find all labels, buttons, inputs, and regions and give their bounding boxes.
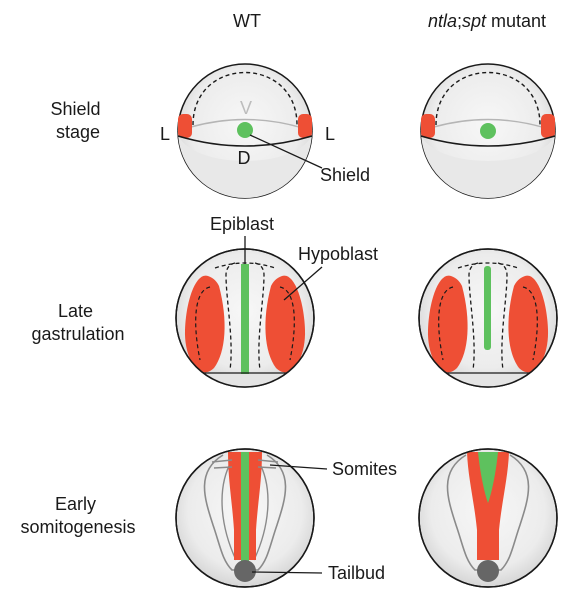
tailbud-mutant (477, 560, 499, 582)
axis-label-dorsal: D (238, 148, 251, 168)
somites-leader-line (269, 464, 328, 470)
lateral-mesoderm-right (298, 114, 312, 138)
epiblast-dashed-left (225, 262, 236, 371)
paraxial-mesoderm-mutant (467, 452, 509, 560)
embryo-late-gastrulation-mutant (418, 248, 558, 388)
shield-dot (237, 122, 253, 138)
column-title-mutant: ntla;spt mutant (428, 11, 546, 31)
annotation-somites: Somites (332, 459, 397, 479)
row-label-early-somitogenesis: Early somitogenesis (20, 494, 135, 537)
somite-stripes (211, 459, 279, 469)
annotation-tailbud: Tailbud (328, 563, 385, 583)
embryo-shield-wt (177, 63, 313, 199)
annotation-epiblast: Epiblast (210, 214, 274, 234)
hypoblast-right (265, 275, 306, 373)
embryo-early-somitogenesis-wt (175, 448, 315, 588)
axis-label-ventral: V (240, 98, 252, 118)
column-title-wt: WT (233, 11, 261, 31)
tailbud-wt (234, 560, 256, 582)
hypoblast-left (184, 275, 225, 373)
axis-label-left: L (160, 124, 170, 144)
axis-label-right: L (325, 124, 335, 144)
hypoblast-leader-line (283, 266, 323, 301)
back-equator (177, 118, 313, 132)
embryo-shield-mutant (420, 63, 556, 199)
annotation-hypoblast: Hypoblast (298, 244, 378, 264)
notochord-wt (241, 452, 249, 564)
axial-mesoderm-epiblast (241, 264, 249, 374)
embryo-early-somitogenesis-mutant (418, 448, 558, 588)
embryo-late-gastrulation-wt (175, 248, 315, 388)
row-label-late-gastrulation: Late gastrulation (31, 301, 124, 344)
lateral-mesoderm-left (178, 114, 192, 138)
front-equator (177, 135, 313, 147)
row-label-shield-stage: Shield stage (50, 99, 105, 142)
epiblast-dashed-right (254, 262, 265, 371)
blastoderm-dashed-margin (192, 71, 298, 126)
tailbud-leader-line (251, 571, 323, 574)
shield-leader-line (249, 134, 323, 169)
axial-mesoderm-mutant (478, 452, 498, 503)
annotation-shield: Shield (320, 165, 370, 185)
